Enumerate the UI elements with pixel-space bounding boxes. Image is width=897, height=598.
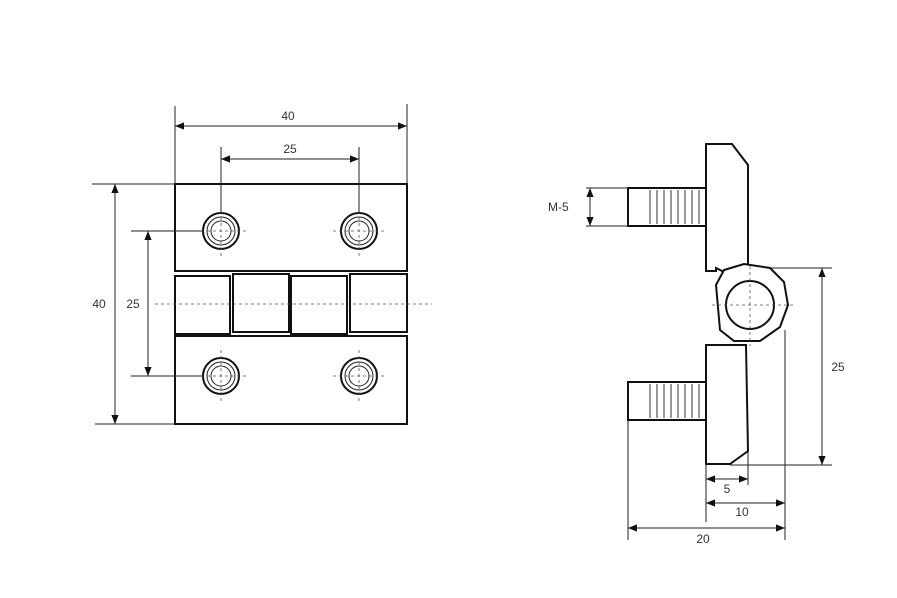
bottom-threaded-stud — [627, 381, 707, 421]
hole-bottom-right — [333, 350, 385, 402]
dim-20-label: 20 — [696, 532, 710, 546]
dim-thread-label: M-5 — [548, 200, 569, 214]
top-threaded-stud — [627, 187, 707, 227]
dim-10: 10 — [706, 499, 785, 519]
knuckle-row — [174, 273, 408, 335]
dim-width-holes: 25 — [220, 142, 360, 213]
bottom-leaf-profile — [705, 344, 750, 465]
dim-10-label: 10 — [735, 505, 749, 519]
hole-top-right — [333, 205, 385, 257]
dim-height-holes: 25 — [126, 230, 203, 377]
dim-height-overall-label: 40 — [92, 297, 106, 311]
hole-bottom-left — [195, 350, 247, 402]
side-view: M-5 25 5 10 20 — [548, 143, 845, 546]
mounting-holes — [195, 205, 385, 402]
dim-side-height-label: 25 — [831, 360, 845, 374]
dim-width-holes-label: 25 — [283, 142, 297, 156]
dim-5: 5 — [706, 475, 748, 496]
dim-20: 20 — [628, 524, 785, 546]
dim-thread: M-5 — [548, 187, 628, 227]
dim-width-overall: 40 — [174, 104, 408, 184]
front-view: 40 25 40 25 — [92, 104, 432, 425]
top-leaf-profile — [705, 143, 749, 286]
dim-height-holes-label: 25 — [126, 297, 140, 311]
dim-height-overall: 40 — [92, 183, 175, 425]
hole-top-left — [195, 205, 247, 257]
dim-width-overall-label: 40 — [281, 109, 295, 123]
dim-5-label: 5 — [724, 482, 731, 496]
dim-side-height: 25 — [730, 267, 845, 466]
